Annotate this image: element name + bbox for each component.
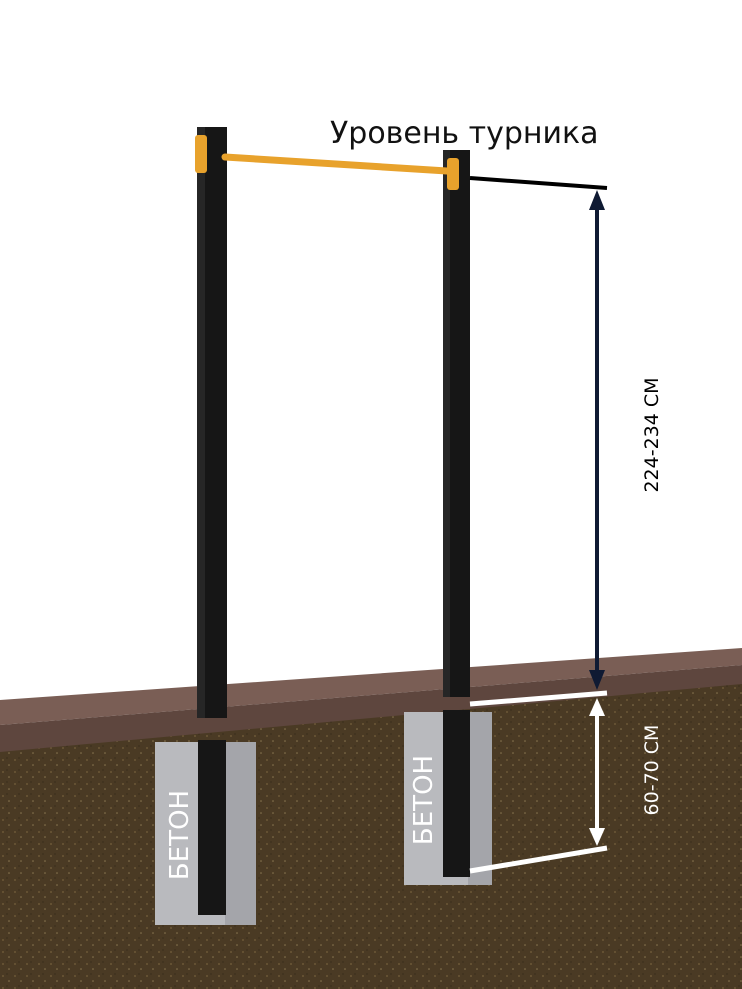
post-right-underground xyxy=(443,710,470,877)
post-right-highlight xyxy=(443,150,450,697)
height-arrow-head-bottom xyxy=(589,670,605,690)
depth-arrow-head-top xyxy=(589,698,605,716)
ground-level-line xyxy=(469,690,608,707)
height-label: 224-234 СМ xyxy=(641,377,663,492)
height-arrow-head-top xyxy=(589,190,605,210)
post-left-highlight xyxy=(197,127,205,718)
ground-slab-front xyxy=(0,665,742,752)
depth-label: 60-70 СМ xyxy=(641,725,663,816)
ground-slab-top xyxy=(0,648,742,725)
post-left-underground xyxy=(198,740,226,915)
title-label: Уровень турника xyxy=(330,116,599,151)
depth-bottom-line xyxy=(469,845,608,874)
concrete-label-left: БЕТОН xyxy=(165,790,195,880)
concrete-label-right: БЕТОН xyxy=(409,755,439,845)
bar-level-line xyxy=(469,176,608,190)
concrete-shade-right xyxy=(468,712,492,885)
bar-bracket-right xyxy=(447,158,459,190)
depth-arrow-head-bottom xyxy=(589,828,605,846)
concrete-shade-left xyxy=(225,742,256,925)
bar-bracket-left xyxy=(195,135,207,173)
pullup-bar xyxy=(221,153,451,175)
